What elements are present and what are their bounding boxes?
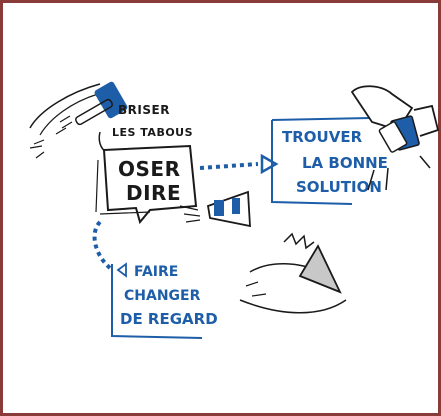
arrow-right	[200, 156, 276, 172]
briser-line2: LES TABOUS	[112, 126, 193, 139]
hammer-icon	[30, 81, 129, 158]
briser-line1: BRISER	[118, 103, 170, 117]
arrow-down-left	[95, 222, 110, 268]
hands-cards-icon	[352, 86, 438, 190]
deregard-text: DE REGARD	[120, 310, 218, 328]
changer-text: CHANGER	[124, 288, 201, 304]
faire-text: FAIRE	[134, 264, 178, 280]
labonne-text: LA BONNE	[302, 154, 388, 172]
trouver-text: TROUVER	[282, 128, 363, 146]
oser-text: OSER	[118, 157, 180, 181]
dire-text: DIRE	[126, 181, 181, 205]
scribble-sketch-icon	[240, 234, 346, 313]
